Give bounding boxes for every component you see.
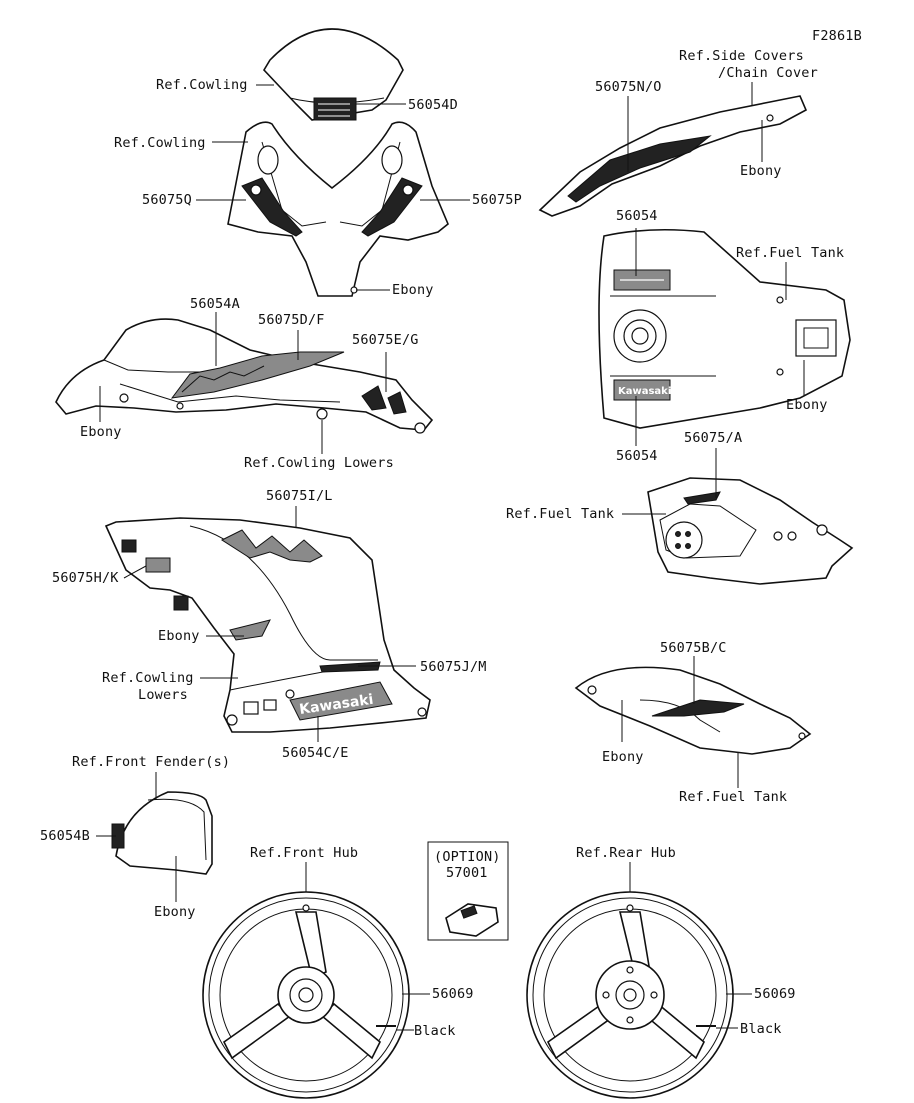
side-cowling-decal-56054A (170, 351, 345, 399)
front-fender (111, 791, 213, 875)
rear-wheel-spokes (546, 911, 706, 1060)
lower-decal-56075JM (319, 661, 381, 673)
label-black-front: Black (414, 1023, 456, 1039)
windscreen (263, 28, 404, 121)
label-56054-top: 56054 (616, 208, 658, 224)
label-56069-rear: 56069 (754, 986, 796, 1002)
label-56069-front: 56069 (432, 986, 474, 1002)
side-cowling-decal-56075EG (361, 385, 407, 415)
label-ebony-cowl: Ebony (392, 282, 434, 298)
tank-decal-56054-bottom: Kawasaki (613, 379, 671, 401)
label-ebony-tankside: Ebony (602, 749, 644, 765)
label-56054-bottom: 56054 (616, 448, 658, 464)
label-56054CE: 56054C/E (282, 745, 349, 761)
tank-side-decal-56075A (683, 491, 721, 505)
label-ebony-tail: Ebony (740, 163, 782, 179)
label-56075Q: 56075Q (142, 192, 192, 208)
label-ref-cowling-lowers-1: Ref.Cowling (102, 670, 194, 686)
leader-lines (96, 82, 805, 1031)
label-56075DF: 56075D/F (258, 312, 325, 328)
label-56075NO: 56075N/O (595, 79, 662, 95)
windscreen-decal-56054D (313, 97, 357, 121)
lower-decal-56075IL (220, 529, 323, 563)
label-ref-cowling-lowers-2: Lowers (138, 687, 188, 703)
option-box (427, 841, 509, 941)
label-56054B: 56054B (40, 828, 90, 844)
label-option: (OPTION) (434, 849, 501, 865)
label-ref-fuel-tank-side: Ref.Fuel Tank (506, 506, 615, 522)
label-ebony-side: Ebony (80, 424, 122, 440)
upper-cowling (227, 121, 449, 297)
panel-decal-56075BC (651, 699, 745, 717)
label-56075JM: 56075J/M (420, 659, 487, 675)
label-ebony-fender: Ebony (154, 904, 196, 920)
tank-side-grip-pad (665, 521, 703, 559)
cowling-decal-56075Q (241, 177, 303, 237)
label-56054A: 56054A (190, 296, 240, 312)
cowling-decal-56075P (361, 177, 423, 237)
label-ebony-tank: Ebony (786, 397, 828, 413)
tank-decal-56054-top (613, 269, 671, 291)
label-ref-fuel-tank-bottom: Ref.Fuel Tank (679, 789, 788, 805)
lower-decal-56075HK (121, 539, 189, 611)
tail-decal-56075NO (567, 135, 712, 203)
label-ref-rear-hub: Ref.Rear Hub (576, 845, 676, 861)
fuel-tank-top: Kawasaki (598, 228, 851, 429)
tank-filler-cap (613, 309, 667, 363)
label-57001: 57001 (446, 865, 488, 881)
label-56075A: 56075/A (684, 430, 743, 446)
label-ref-fuel-tank-top: Ref.Fuel Tank (736, 245, 845, 261)
label-ebony-lower: Ebony (158, 628, 200, 644)
label-ref-cowling-top: Ref.Cowling (156, 77, 248, 93)
label-ref-cowling-mid: Ref.Cowling (114, 135, 206, 151)
label-black-rear: Black (740, 1021, 782, 1037)
label-chain-cover: /Chain Cover (718, 65, 818, 81)
label-56075HK: 56075H/K (52, 570, 119, 586)
label-56075EG: 56075E/G (352, 332, 419, 348)
fuel-tank-side (647, 477, 854, 585)
figure-code: F2861B (812, 28, 862, 44)
label-56054D: 56054D (408, 97, 458, 113)
front-wheel (202, 891, 410, 1099)
label-ref-front-fender: Ref.Front Fender(s) (72, 754, 231, 770)
label-56075BC: 56075B/C (660, 640, 727, 656)
option-part-57001 (445, 903, 499, 937)
lower-cowling: Kawasaki (104, 517, 431, 733)
tank-side-panel (574, 666, 812, 755)
label-56075IL: 56075I/L (266, 488, 333, 504)
label-56075P: 56075P (472, 192, 522, 208)
rear-wheel (526, 891, 734, 1099)
front-wheel-spokes (222, 911, 382, 1060)
label-ref-cowling-lowers: Ref.Cowling Lowers (244, 455, 394, 471)
label-ref-side-covers: Ref.Side Covers (679, 48, 804, 64)
label-ref-front-hub: Ref.Front Hub (250, 845, 359, 861)
tail-cover (538, 95, 808, 217)
tank-kawasaki-lettering: Kawasaki (618, 386, 671, 397)
side-cowling (55, 318, 434, 434)
